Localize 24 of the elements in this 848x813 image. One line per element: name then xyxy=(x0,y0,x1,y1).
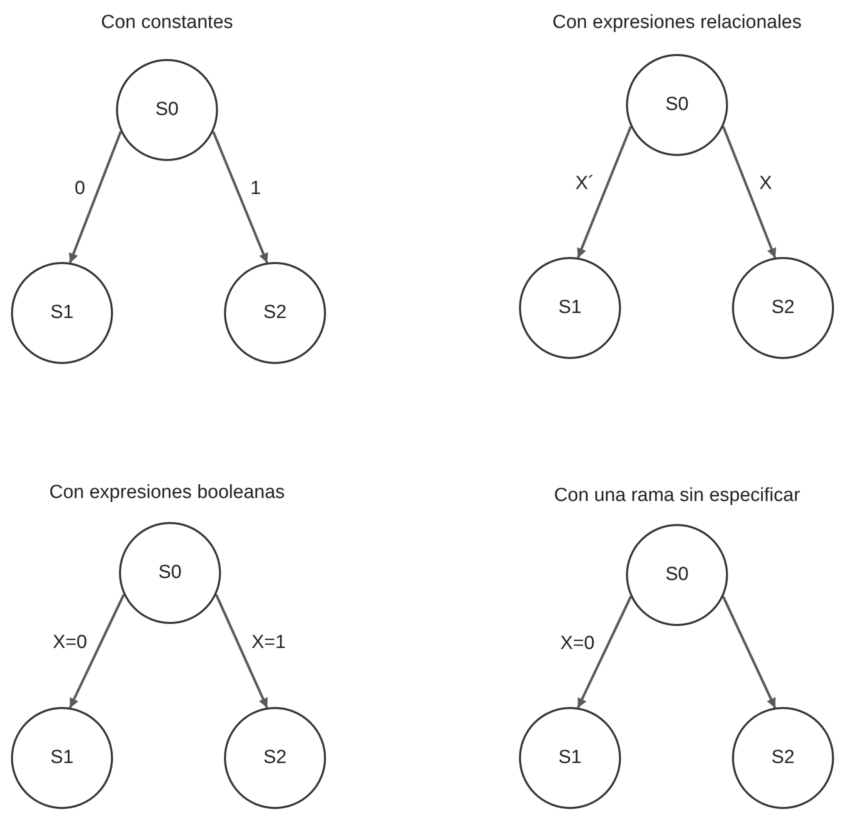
state-name: S0 xyxy=(665,564,689,586)
state-name: S0 xyxy=(155,99,179,121)
state-name: S1 xyxy=(558,297,582,319)
state-name: S0 xyxy=(665,94,689,116)
arrow xyxy=(722,126,776,258)
state-name: S1 xyxy=(50,747,74,769)
state-name: S2 xyxy=(771,297,795,319)
state-name: S2 xyxy=(263,747,287,769)
panel-title: Con expresiones booleanas xyxy=(49,482,285,504)
panel-title: Con constantes xyxy=(100,12,234,34)
arrow xyxy=(576,126,632,258)
arrow xyxy=(68,131,122,264)
arrow xyxy=(576,596,632,708)
panel-title: Con expresiones relacionales xyxy=(552,12,802,34)
state-name: S2 xyxy=(771,747,795,769)
state-name: S2 xyxy=(263,302,287,324)
arrow xyxy=(215,594,268,708)
arrow xyxy=(212,131,268,264)
arrow xyxy=(68,594,125,708)
state-name: S1 xyxy=(50,302,74,324)
panel-title: Con una rama sin especificar xyxy=(554,485,800,507)
state-name: S1 xyxy=(558,747,582,769)
arrow xyxy=(722,596,776,708)
state-name: S0 xyxy=(158,562,182,584)
